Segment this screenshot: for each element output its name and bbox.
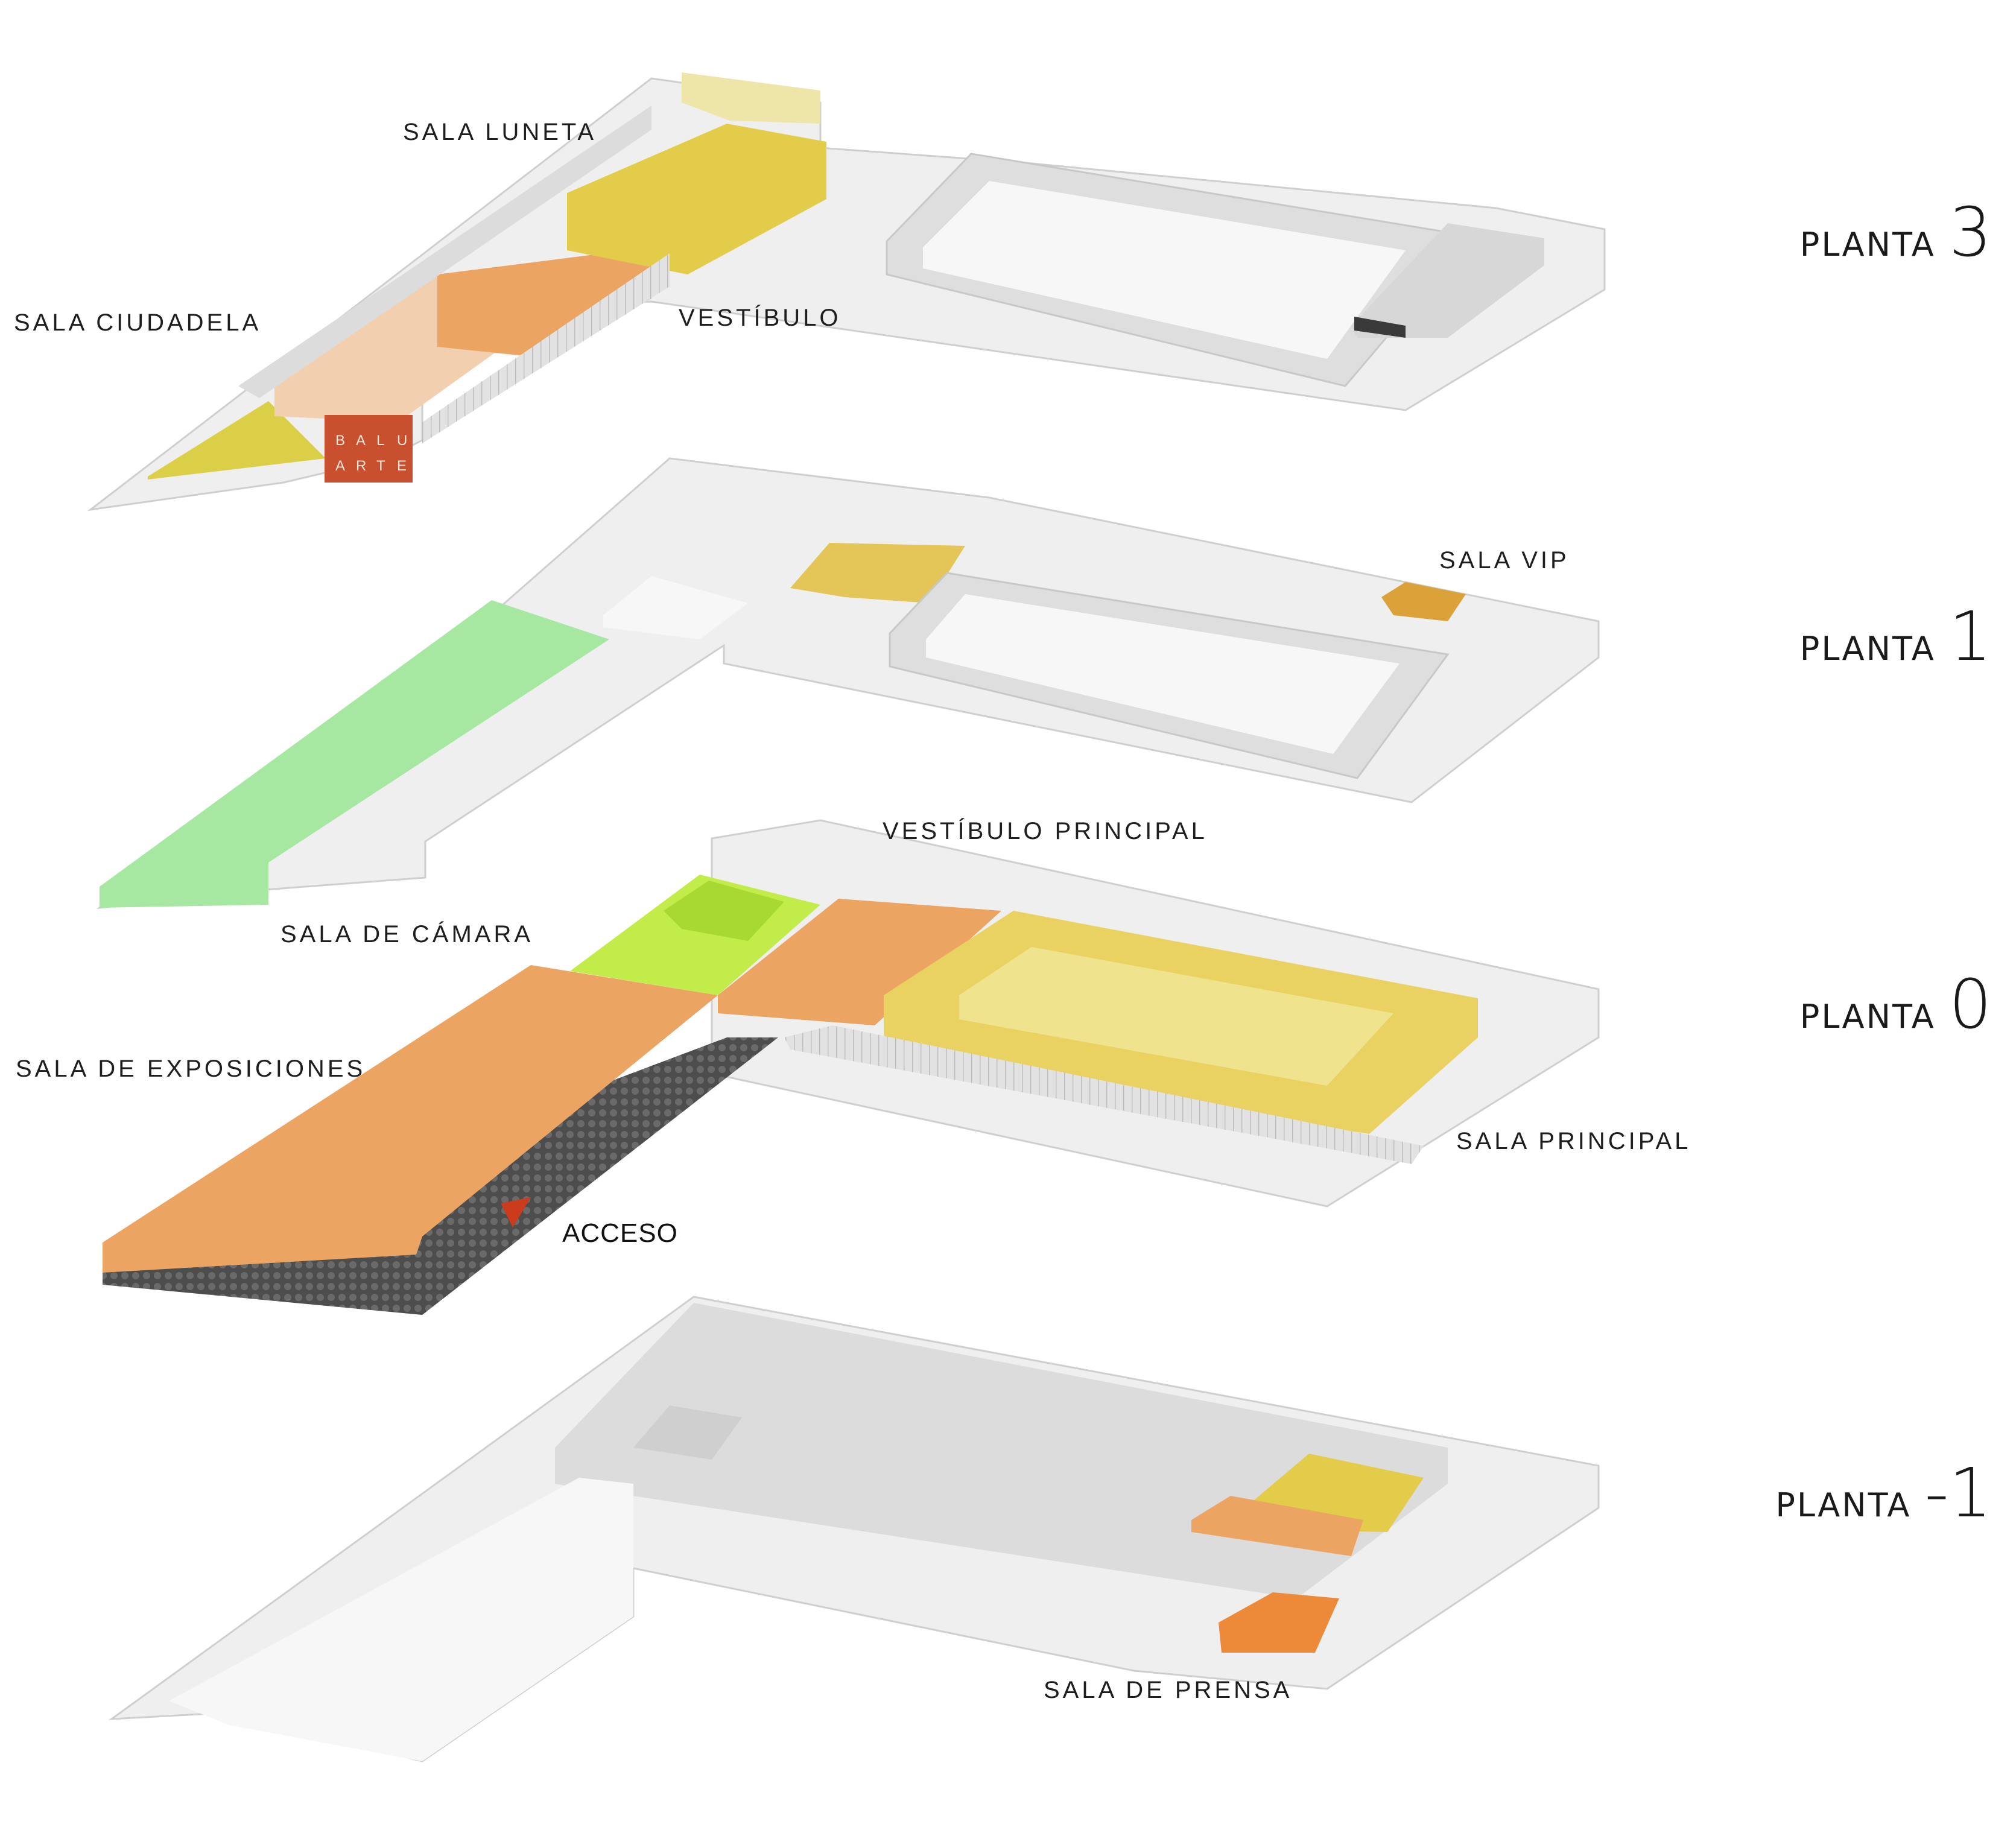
floor-1-yellow-foyer [790,543,965,603]
vestibulo-principal-label: VESTÍBULO PRINCIPAL [883,818,1208,844]
sala-luneta-room [567,124,826,274]
floor-label-0-word: PLANTA [1799,998,1936,1036]
sala-de-prensa-label: SALA DE PRENSA [1044,1677,1293,1703]
baluarte-logo-letter: B [335,432,345,449]
acceso-label: ACCESO [562,1218,678,1248]
floor-label-1-number: 1 [1948,598,1992,676]
floor-label-minus1-word: PLANTA [1775,1486,1912,1524]
floor-minus1-void-left [169,1478,633,1761]
floor-label-0: PLANTA 0 [1800,971,1992,1039]
floor-3-orange-corridor [437,247,651,356]
sala-de-exposiciones-room [103,965,718,1273]
floor-label-1: PLANTA 1 [1800,603,1992,671]
floor-3-terrace-yellow [148,401,326,480]
sala-vip-room [1381,582,1466,621]
floor-3-courtyard-void [923,181,1406,359]
sala-vip-label: SALA VIP [1439,547,1570,574]
floor-3-wing-walls [238,106,651,398]
sala-luneta-label: SALA LUNETA [403,119,597,145]
floor-1-slab [96,457,1600,910]
floor-0-plan [103,819,1600,1315]
floor-1-green-gallery [100,600,609,908]
floor-3-top-light-area [682,72,820,124]
baluarte-logo-letter: E [397,458,407,474]
floor-3-louvre-wall [422,253,670,443]
floor-1-left-void [603,576,748,639]
sala-de-exposiciones-label: SALA DE EXPOSICIONES [16,1056,366,1082]
baluarte-logo-letter: L [376,432,384,449]
sala-principal-inner [959,947,1393,1086]
floor-label-3: PLANTA 3 [1800,199,1992,267]
sala-ciudadela-label: SALA CIUDADELA [14,309,262,336]
floor-minus1-plan [109,1296,1600,1762]
floor-label-0-number: 0 [1948,966,1992,1044]
floor-label-1-word: PLANTA [1799,630,1936,668]
sala-de-camara-stage [664,881,784,941]
acceso-arrow [501,1197,531,1227]
floor-0-louvre-wall [784,1025,1424,1164]
floor-label-minus1: PLANTA -1 [1775,1460,1992,1527]
baluarte-logo-letter: U [397,432,407,449]
baluarte-logo-letter: A [335,458,345,474]
baluarte-logo-letter: A [356,432,366,449]
sala-de-camara-label: SALA DE CÁMARA [281,921,534,948]
floor-3-dark-slot [1354,317,1406,338]
sala-principal-label: SALA PRINCIPAL [1456,1128,1691,1154]
sala-de-prensa-room [1219,1592,1339,1653]
floor-minus1-orange-room [1191,1496,1363,1556]
floor-label-3-number: 3 [1948,194,1992,272]
floor-1-plan [96,457,1600,910]
floor-label-minus1-number: -1 [1924,1454,1992,1533]
vestibulo-label: VESTÍBULO [679,305,842,331]
baluarte-logo-letter: R [356,458,366,474]
floor-1-courtyard-void [926,594,1399,754]
baluarte-logo-plate [325,415,413,483]
floor-label-3-word: PLANTA [1799,226,1936,264]
floor-minus1-stair [633,1405,742,1460]
vestibulo-principal-area [718,899,1001,1025]
baluarte-logo-letter: T [376,458,385,474]
floor-3-end-block [1351,223,1544,338]
floor-3-plan [87,72,1606,511]
